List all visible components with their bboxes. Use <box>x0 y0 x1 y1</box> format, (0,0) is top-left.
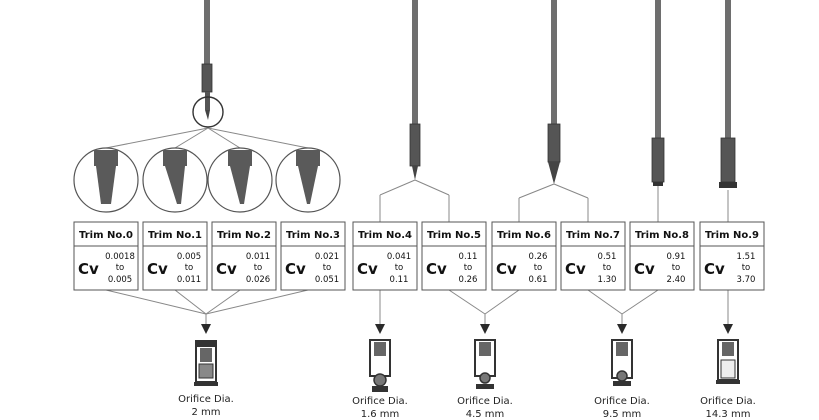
trim-box-3: Trim No.3 Cv 0.021 to 0.051 <box>280 221 346 291</box>
orifice-label: Orifice Dia. <box>594 396 650 407</box>
cv-to: to <box>185 263 194 273</box>
cv-symbol: Cv <box>78 260 99 278</box>
orifice-part-3 <box>611 339 633 386</box>
cv-max: 0.26 <box>459 275 478 285</box>
cv-to: to <box>672 263 681 273</box>
cv-min: 0.11 <box>459 252 478 262</box>
cv-max: 0.61 <box>529 275 548 285</box>
trim-title: Trim No.7 <box>566 230 620 241</box>
trim-box-2: Trim No.2 Cv 0.011 to 0.026 <box>211 221 277 291</box>
cv-min: 0.0018 <box>105 252 135 262</box>
orifice-part-1 <box>369 339 391 392</box>
trim-title: Trim No.2 <box>217 230 271 241</box>
needle-stem-4-5 <box>409 0 421 180</box>
cv-symbol: Cv <box>704 260 725 278</box>
orifice-label: Orifice Dia. <box>178 394 234 405</box>
cv-to: to <box>603 263 612 273</box>
cv-min: 0.021 <box>315 252 339 262</box>
orifice-size: 4.5 mm <box>466 409 505 420</box>
trim-title: Trim No.9 <box>705 230 759 241</box>
needle-stem-8 <box>651 0 665 186</box>
trim-box-6: Trim No.6 Cv 0.26 to 0.61 <box>491 221 557 291</box>
cv-min: 1.51 <box>737 252 756 262</box>
cv-min: 0.005 <box>177 252 201 262</box>
connector-lines <box>105 127 729 324</box>
tip-circle-0 <box>73 147 139 213</box>
cv-max: 0.051 <box>315 275 339 285</box>
orifice-size: 14.3 mm <box>706 409 751 420</box>
cv-max: 2.40 <box>667 275 686 285</box>
trim-title: Trim No.1 <box>148 230 202 241</box>
orifice-part-4 <box>716 339 740 384</box>
orifice-label: Orifice Dia. <box>457 396 513 407</box>
trim-title: Trim No.6 <box>497 230 551 241</box>
cv-max: 3.70 <box>737 275 756 285</box>
cv-max: 0.11 <box>390 275 409 285</box>
detail-circle <box>192 96 224 128</box>
cv-max: 0.005 <box>108 275 132 285</box>
cv-to: to <box>464 263 473 273</box>
cv-symbol: Cv <box>496 260 517 278</box>
orifice-size: 2 mm <box>191 407 220 418</box>
orifice-part-0 <box>194 340 218 386</box>
cv-to: to <box>323 263 332 273</box>
trim-box-5: Trim No.5 Cv 0.11 to 0.26 <box>421 221 487 291</box>
cv-min: 0.011 <box>246 252 270 262</box>
trim-title: Trim No.4 <box>358 230 412 241</box>
cv-symbol: Cv <box>216 260 237 278</box>
trim-title: Trim No.0 <box>79 230 133 241</box>
cv-max: 0.011 <box>177 275 201 285</box>
orifice-size: 9.5 mm <box>603 409 642 420</box>
trim-box-1: Trim No.1 Cv 0.005 to 0.011 <box>142 221 208 291</box>
cv-min: 0.91 <box>667 252 686 262</box>
arrow-down-icon <box>723 324 733 334</box>
needle-stem-9 <box>719 0 737 188</box>
orifice-parts <box>194 339 740 392</box>
arrow-down-icon <box>617 324 627 334</box>
tip-circle-3 <box>275 147 341 213</box>
needle-stem-0-3 <box>192 0 224 128</box>
trim-title: Trim No.5 <box>427 230 481 241</box>
arrow-down-icon <box>375 324 385 334</box>
orifice-labels: Orifice Dia. 2 mm Orifice Dia. 1.6 mm Or… <box>178 394 756 420</box>
cv-to: to <box>395 263 404 273</box>
tip-circle-1 <box>142 147 208 213</box>
trim-boxes: Trim No.0 Cv 0.0018 to 0.005 Trim No.1 C… <box>73 221 765 291</box>
trim-box-8: Trim No.8 Cv 0.91 to 2.40 <box>629 221 695 291</box>
trim-title: Trim No.3 <box>286 230 340 241</box>
cv-to: to <box>534 263 543 273</box>
cv-symbol: Cv <box>285 260 306 278</box>
cv-symbol: Cv <box>426 260 447 278</box>
cv-min: 0.26 <box>529 252 548 262</box>
cv-max: 1.30 <box>598 275 617 285</box>
needle-stems <box>192 0 737 188</box>
cv-to: to <box>116 263 125 273</box>
cv-min: 0.041 <box>387 252 411 262</box>
cv-min: 0.51 <box>598 252 617 262</box>
trim-box-9: Trim No.9 Cv 1.51 to 3.70 <box>699 221 765 291</box>
cv-symbol: Cv <box>634 260 655 278</box>
arrow-down-icon <box>480 324 490 334</box>
needle-stem-6-7 <box>547 0 561 184</box>
trim-box-4: Trim No.4 Cv 0.041 to 0.11 <box>352 221 418 291</box>
arrow-down-icon <box>201 324 211 334</box>
cv-symbol: Cv <box>147 260 168 278</box>
trim-title: Trim No.8 <box>635 230 689 241</box>
cv-symbol: Cv <box>357 260 378 278</box>
orifice-label: Orifice Dia. <box>700 396 756 407</box>
cv-to: to <box>742 263 751 273</box>
cv-symbol: Cv <box>565 260 586 278</box>
orifice-label: Orifice Dia. <box>352 396 408 407</box>
tip-circle-2 <box>207 147 273 213</box>
orifice-part-2 <box>474 339 496 389</box>
trim-box-7: Trim No.7 Cv 0.51 to 1.30 <box>560 221 626 291</box>
trim-box-0: Trim No.0 Cv 0.0018 to 0.005 <box>73 221 139 291</box>
cv-max: 0.026 <box>246 275 270 285</box>
tip-circles <box>73 147 341 213</box>
orifice-size: 1.6 mm <box>361 409 400 420</box>
arrowheads <box>201 324 733 334</box>
cv-to: to <box>254 263 263 273</box>
